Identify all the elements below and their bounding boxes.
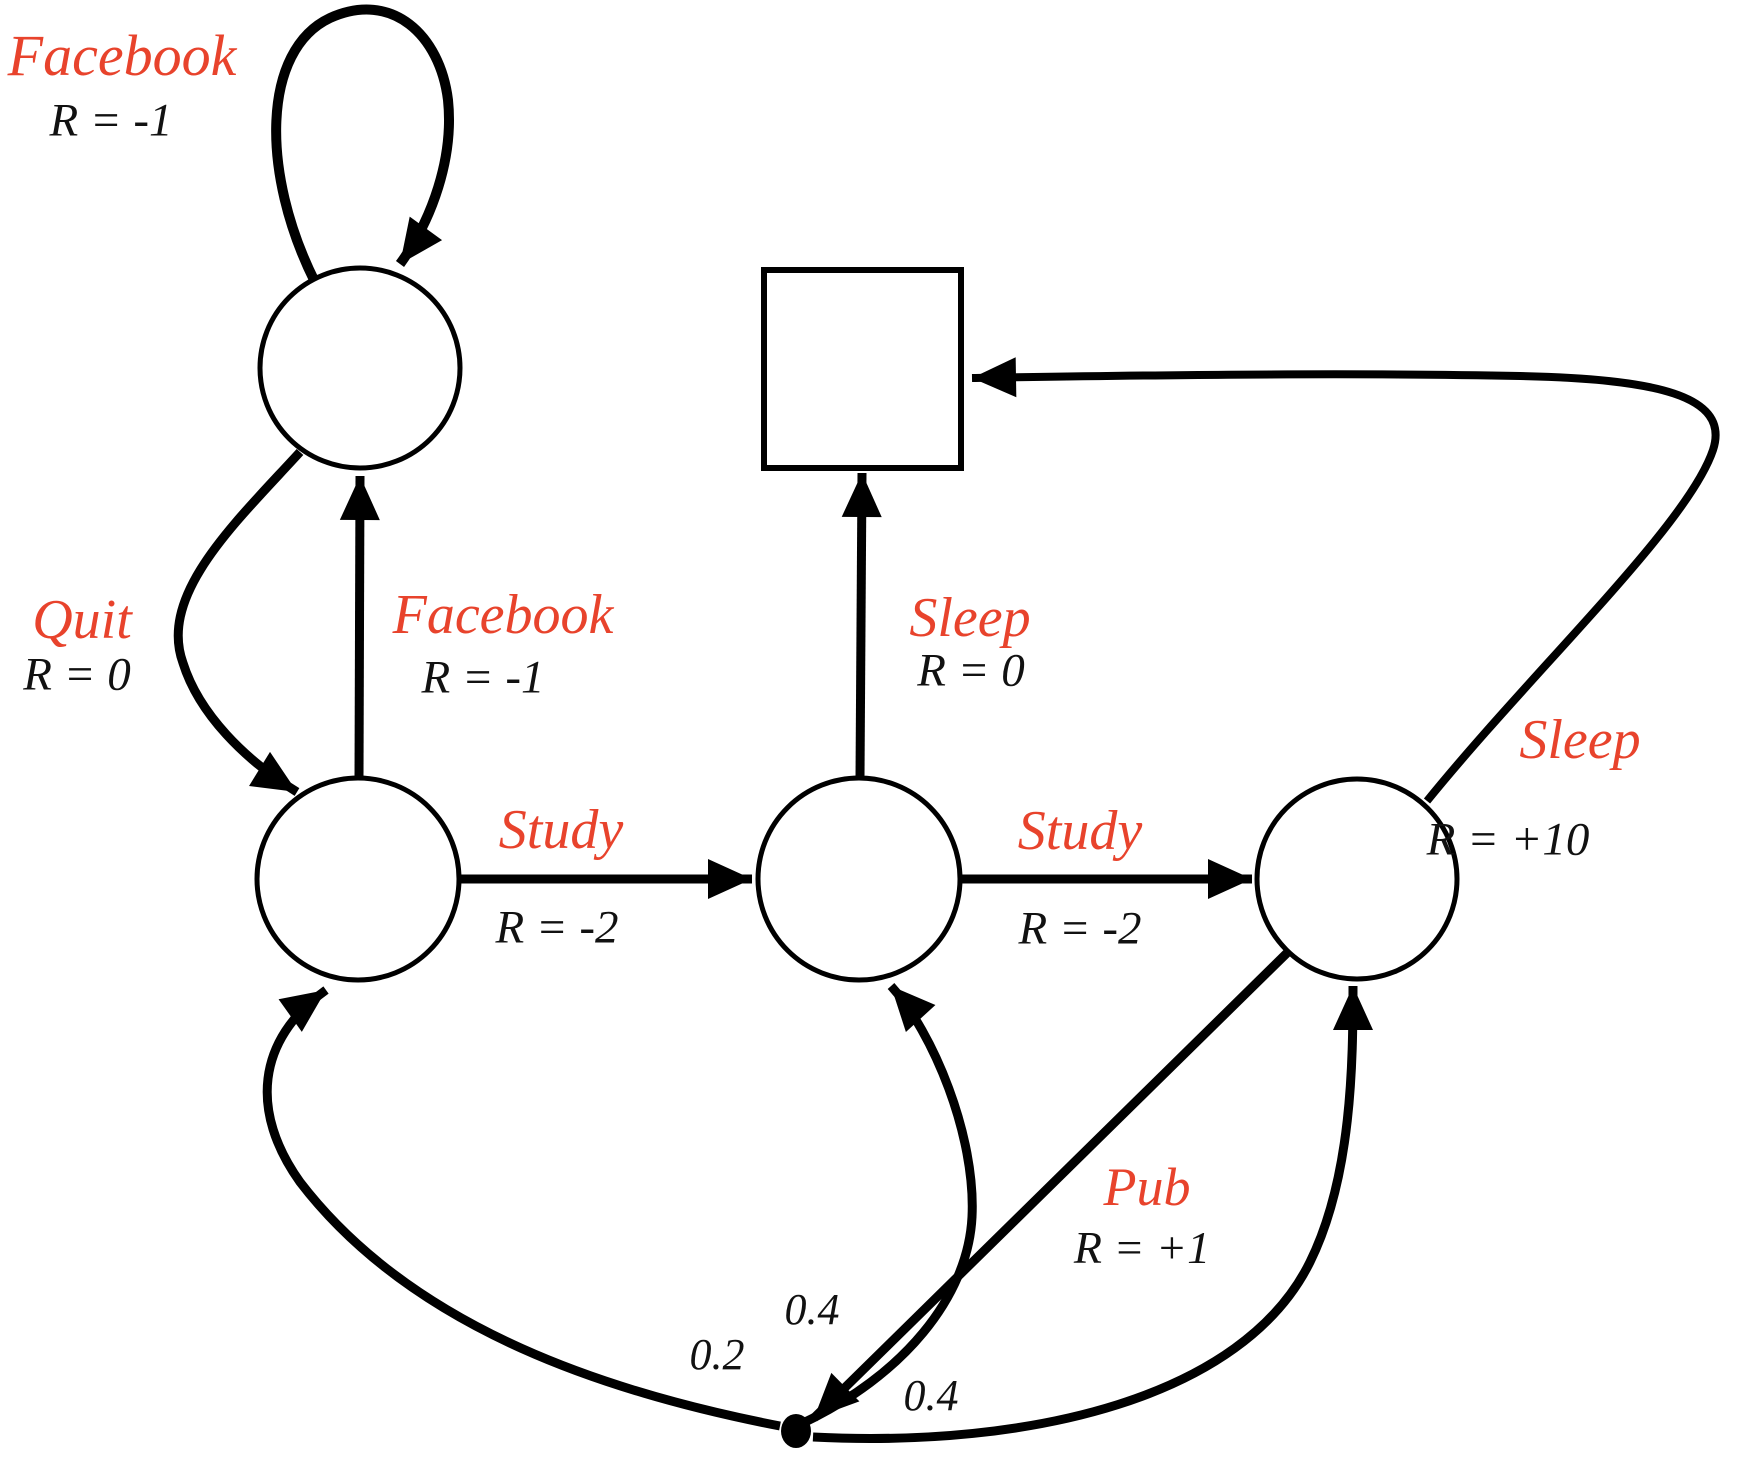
state-class1 (254, 775, 462, 983)
edge-sleep-final (971, 357, 1720, 804)
probability-label-class3: 0.4 (903, 1371, 959, 1420)
state-facebook (257, 265, 463, 471)
edge-facebook-self-loop (271, 4, 454, 285)
reward-label-pub: R = +1 (1073, 1222, 1211, 1273)
action-label-facebook-mid: Facebook (392, 584, 614, 646)
chance-node-dot (781, 1414, 811, 1448)
state-class3 (1254, 776, 1460, 982)
reward-label-quit: R = 0 (23, 648, 131, 701)
edge-pub (810, 948, 1292, 1422)
reward-label-facebook-loop: R = -1 (49, 94, 173, 147)
reward-label-facebook-mid: R = -1 (421, 651, 545, 704)
action-label-study1: Study (498, 799, 624, 861)
edge-sleep-mid (841, 472, 882, 779)
reward-label-sleep-mid: R = 0 (917, 644, 1025, 697)
action-label-facebook-loop: Facebook (7, 23, 237, 88)
probability-label-class1: 0.2 (689, 1330, 745, 1379)
edge-prob-04-mid (799, 982, 977, 1429)
reward-label-study1: R = -2 (495, 901, 619, 954)
edge-prob-02 (262, 986, 781, 1431)
edge-prob-04-right (812, 985, 1373, 1443)
action-label-pub: Pub (1103, 1157, 1191, 1217)
edge-quit (173, 448, 304, 796)
reward-label-sleep-final: R = +10 (1426, 813, 1590, 866)
state-class2 (755, 775, 963, 983)
action-label-quit: Quit (32, 589, 132, 651)
action-label-study2: Study (1017, 800, 1143, 862)
probability-label-class2: 0.4 (784, 1285, 840, 1334)
edge-facebook-up (339, 475, 380, 779)
reward-label-study2: R = -2 (1018, 902, 1142, 955)
action-label-sleep-mid: Sleep (909, 587, 1031, 649)
state-terminal-square (761, 267, 964, 471)
action-label-sleep-final: Sleep (1519, 709, 1641, 771)
